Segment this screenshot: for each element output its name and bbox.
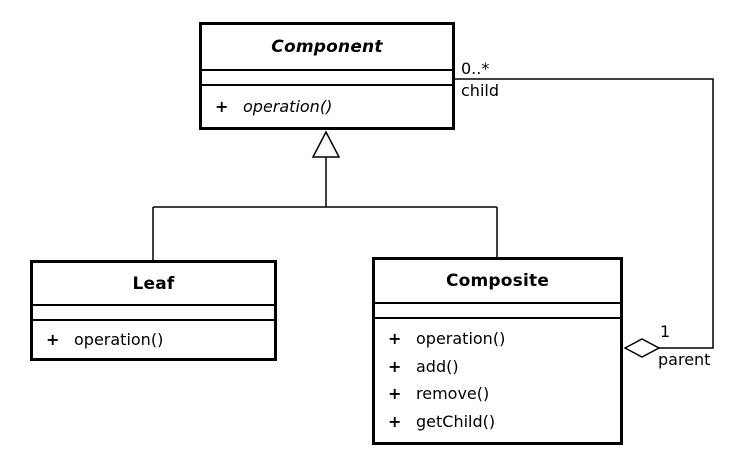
visibility-marker: + <box>388 356 402 376</box>
visibility-marker: + <box>46 329 60 349</box>
method-signature: operation() <box>416 328 506 348</box>
role-label-parent: parent <box>658 350 711 369</box>
method-signature: remove() <box>416 384 490 404</box>
class-box-composite: Composite + operation() + add() + remove… <box>372 257 623 445</box>
generalization-connector <box>152 157 498 262</box>
method-row-operation: + operation() <box>215 96 452 116</box>
method-signature: operation() <box>74 329 164 349</box>
class-box-leaf: Leaf + operation() <box>30 260 277 361</box>
attributes-compartment-component <box>202 69 452 86</box>
generalization-triangle-icon <box>311 130 341 158</box>
class-box-component: Component + operation() <box>199 22 455 130</box>
method-row-getchild: + getChild() <box>388 414 620 430</box>
class-name-composite: Composite <box>445 271 550 291</box>
methods-compartment-composite: + operation() + add() + remove() + getCh… <box>375 319 620 442</box>
method-signature: operation() <box>243 96 333 116</box>
method-row-remove: + remove() <box>388 386 620 402</box>
method-row-operation: + operation() <box>46 329 274 349</box>
methods-compartment-component: + operation() <box>202 86 452 127</box>
multiplicity-label-child: 0..* <box>461 59 490 78</box>
visibility-marker: + <box>388 384 402 404</box>
class-name-leaf: Leaf <box>132 273 175 294</box>
method-signature: add() <box>416 356 459 376</box>
visibility-marker: + <box>388 328 402 348</box>
attributes-compartment-composite <box>375 302 620 319</box>
visibility-marker: + <box>388 412 402 432</box>
aggregation-connector <box>455 78 714 349</box>
class-name-component: Component <box>271 37 383 57</box>
aggregation-diamond-icon <box>623 338 661 358</box>
role-label-child: child <box>461 81 499 100</box>
method-row-operation: + operation() <box>388 328 620 348</box>
attributes-compartment-leaf <box>33 304 274 321</box>
visibility-marker: + <box>215 96 229 116</box>
methods-compartment-leaf: + operation() <box>33 321 274 358</box>
multiplicity-label-parent: 1 <box>660 322 671 341</box>
method-row-add: + add() <box>388 356 620 376</box>
method-signature: getChild() <box>416 412 496 432</box>
